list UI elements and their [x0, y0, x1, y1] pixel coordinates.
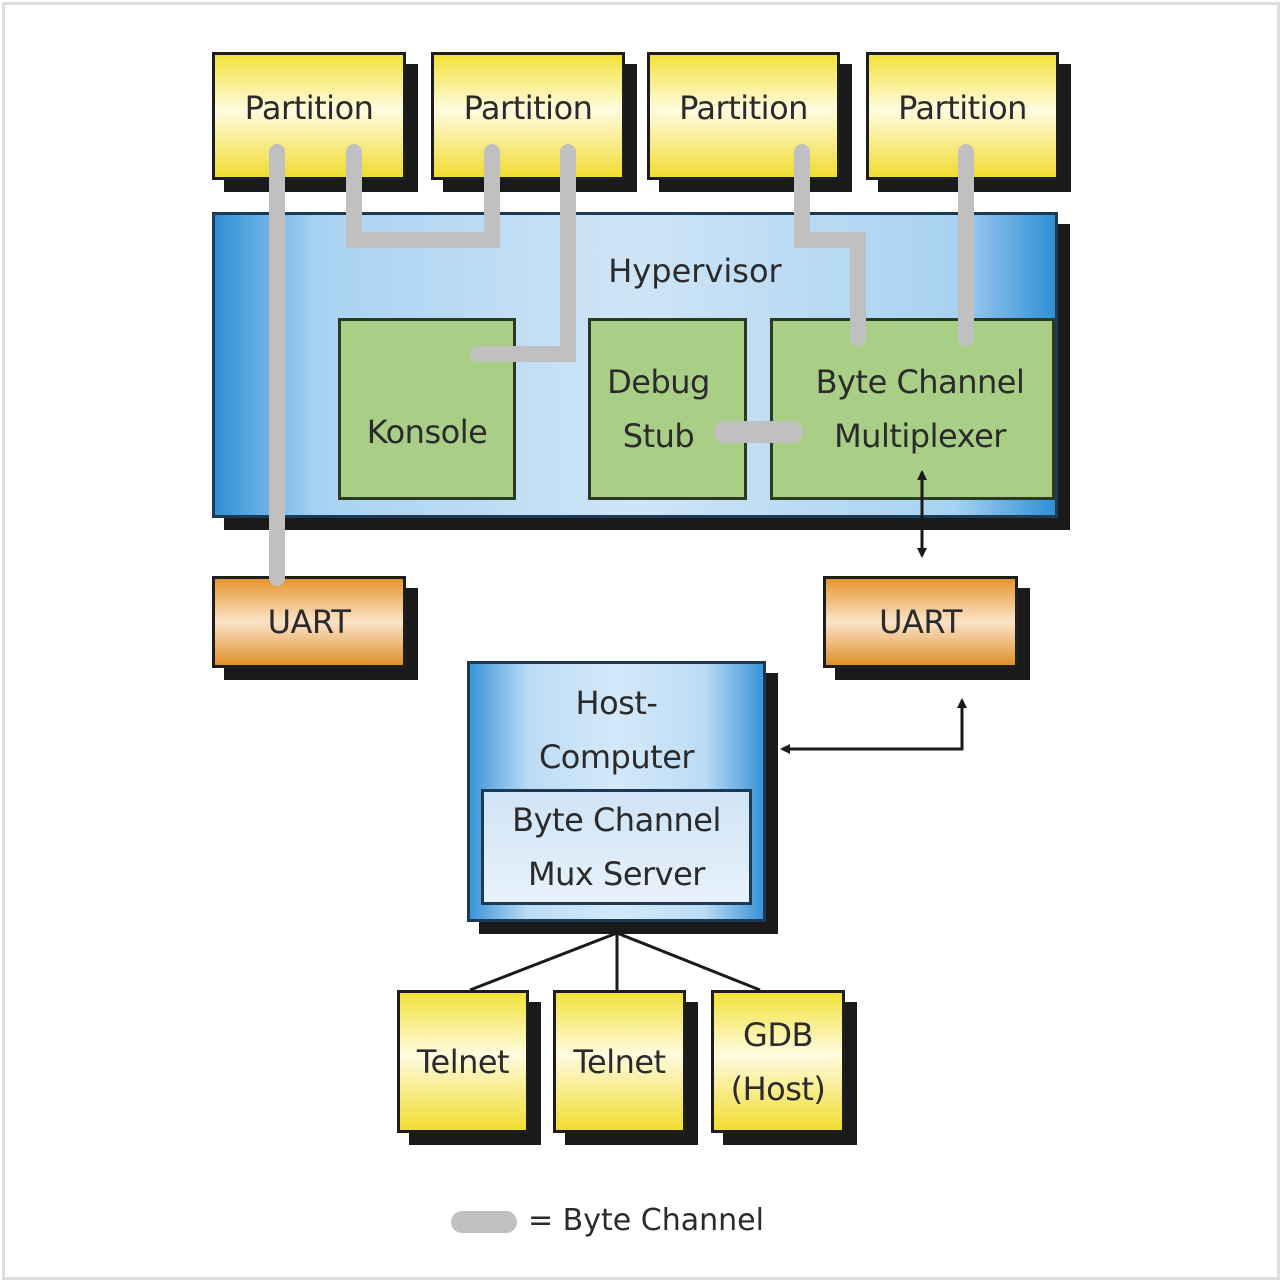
debug-stub-label: Debug — [607, 363, 710, 401]
partition-label: Partition — [244, 89, 374, 127]
telnet-1: Telnet — [397, 990, 529, 1133]
uart-right: UART — [823, 576, 1018, 668]
gdb-label: (Host) — [730, 1069, 826, 1108]
tree-line-telnet1 — [469, 931, 618, 992]
multiplexer-label: Byte Channel — [815, 363, 1025, 401]
byte-channel-partition3-mux — [794, 144, 866, 346]
byte-channel-partition1-partition2 — [346, 144, 500, 248]
telnet-label: Telnet — [416, 1042, 510, 1081]
debug-stub-label: Stub — [622, 417, 695, 455]
tree-line-gdb — [616, 931, 761, 992]
konsole-label: Konsole — [366, 413, 488, 451]
telnet-label: Telnet — [573, 1042, 666, 1081]
telnet-2: Telnet — [553, 990, 686, 1133]
byte-channel-partition2-konsole — [470, 144, 576, 362]
gdb-host: GDB (Host) — [711, 990, 845, 1133]
partition-label: Partition — [898, 89, 1027, 127]
legend-label: = Byte Channel — [528, 1203, 764, 1238]
uart-label: UART — [879, 603, 962, 641]
multiplexer-label: Multiplexer — [834, 417, 1006, 455]
partition-2: Partition — [431, 52, 625, 180]
partition-label: Partition — [679, 89, 808, 127]
partition-1: Partition — [212, 52, 406, 180]
host-label: Host- — [575, 684, 658, 722]
mux-server-label: Mux Server — [528, 855, 705, 893]
host-label: Computer — [538, 738, 695, 776]
arrow-host-uart — [796, 698, 967, 751]
partition-label: Partition — [463, 89, 593, 127]
uart-left: UART — [212, 576, 406, 668]
gdb-label: GDB — [743, 1015, 813, 1054]
uart-label: UART — [267, 603, 351, 641]
mux-server-label: Byte Channel — [512, 801, 721, 839]
hypervisor-label: Hypervisor — [608, 252, 782, 290]
